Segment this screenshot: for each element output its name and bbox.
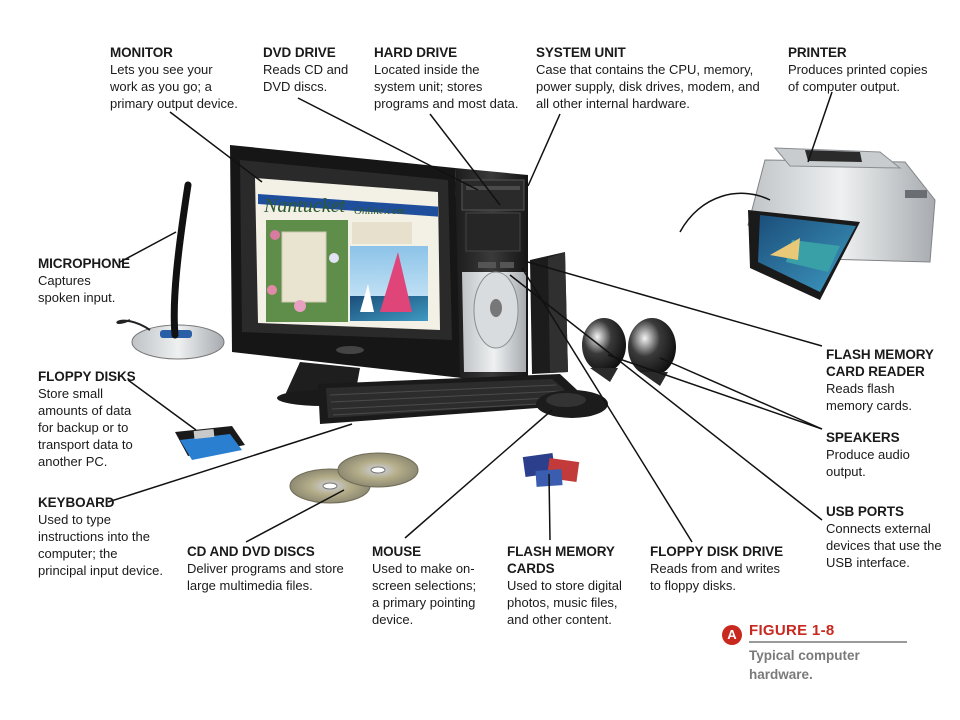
- label-title: KEYBOARD: [38, 495, 115, 510]
- caption-divider: [749, 641, 907, 643]
- tall-speaker: [530, 252, 568, 374]
- microphone: [116, 181, 225, 360]
- label-title: CD AND DVD DISCS: [187, 544, 315, 559]
- label-floppy-disks: FLOPPY DISKS Store small amounts of data…: [38, 368, 136, 470]
- label-title: SYSTEM UNIT: [536, 45, 626, 60]
- label-description: Used to store digital photos, music file…: [507, 578, 622, 627]
- label-description: Produce audio output.: [826, 447, 910, 479]
- label-floppy-disk-drive: FLOPPY DISK DRIVE Reads from and writes …: [650, 543, 783, 594]
- label-description: Used to type instructions into the compu…: [38, 512, 164, 578]
- monitor: Nantucket Online.com: [230, 145, 462, 406]
- label-description: Reads flash memory cards.: [826, 381, 912, 413]
- label-system-unit: SYSTEM UNIT Case that contains the CPU, …: [536, 44, 760, 112]
- label-keyboard: KEYBOARD Used to type instructions into …: [38, 494, 163, 579]
- label-hard-drive: HARD DRIVE Located inside the system uni…: [374, 44, 519, 112]
- label-flash-memory-cards: FLASH MEMORY CARDS Used to store digital…: [507, 543, 622, 628]
- label-printer: PRINTER Produces printed copies of compu…: [788, 44, 927, 95]
- label-description: Used to make on- screen selections; a pr…: [372, 561, 477, 627]
- label-title: SPEAKERS: [826, 430, 900, 445]
- label-cd-dvd-discs: CD AND DVD DISCS Deliver programs and st…: [187, 543, 344, 594]
- leader-lines: [107, 91, 833, 543]
- site-suffix: Online.com: [354, 205, 405, 217]
- label-description: Store small amounts of data for backup o…: [38, 386, 133, 469]
- label-description: Produces printed copies of computer outp…: [788, 62, 928, 94]
- label-description: Lets you see your work as you go; a prim…: [110, 62, 238, 111]
- label-flash-memory-card-reader: FLASH MEMORY CARD READER Reads flash mem…: [826, 346, 934, 414]
- label-microphone: MICROPHONE Captures spoken input.: [38, 255, 130, 306]
- label-speakers: SPEAKERS Produce audio output.: [826, 429, 910, 480]
- label-description: Reads from and writes to floppy disks.: [650, 561, 781, 593]
- flash-memory-cards: [522, 453, 580, 487]
- label-description: Reads CD and DVD discs.: [263, 62, 349, 94]
- label-monitor: MONITOR Lets you see your work as you go…: [110, 44, 238, 112]
- keyboard: [318, 374, 592, 424]
- label-description: Connects external devices that use the U…: [826, 521, 942, 570]
- printer: [747, 147, 936, 300]
- label-title: MONITOR: [110, 45, 173, 60]
- label-title: FLOPPY DISKS: [38, 369, 136, 384]
- label-description: Case that contains the CPU, memory, powe…: [536, 62, 760, 111]
- floppy-disks: [175, 426, 245, 460]
- label-title: FLASH MEMORY CARDS: [507, 544, 615, 576]
- label-title: FLOPPY DISK DRIVE: [650, 544, 784, 559]
- label-title: FLASH MEMORY CARD READER: [826, 347, 934, 379]
- label-title: DVD DRIVE: [263, 45, 336, 60]
- label-usb-ports: USB PORTS Connects external devices that…: [826, 503, 942, 571]
- site-name: Nantucket: [263, 195, 346, 217]
- printer-cable: [679, 192, 771, 233]
- label-title: PRINTER: [788, 45, 847, 60]
- label-mouse: MOUSE Used to make on- screen selections…: [372, 543, 476, 628]
- figure-number: FIGURE 1-8: [749, 622, 835, 639]
- label-title: MICROPHONE: [38, 256, 131, 271]
- speakers: [582, 318, 676, 386]
- label-description: Deliver programs and store large multime…: [187, 561, 344, 593]
- label-dvd-drive: DVD DRIVE Reads CD and DVD discs.: [263, 44, 348, 95]
- system-unit: [455, 168, 528, 380]
- website-screenshot: Nantucket Online.com: [263, 195, 428, 322]
- figure-badge-icon: A: [722, 625, 742, 645]
- mouse: [536, 390, 608, 418]
- label-title: USB PORTS: [826, 504, 904, 519]
- label-title: HARD DRIVE: [374, 45, 458, 60]
- caption-text: Typical computer hardware.: [749, 648, 860, 682]
- cd-dvd-discs: [289, 452, 419, 504]
- label-description: Located inside the system unit; stores p…: [374, 62, 519, 111]
- label-description: Captures spoken input.: [38, 273, 116, 305]
- label-title: MOUSE: [372, 544, 422, 559]
